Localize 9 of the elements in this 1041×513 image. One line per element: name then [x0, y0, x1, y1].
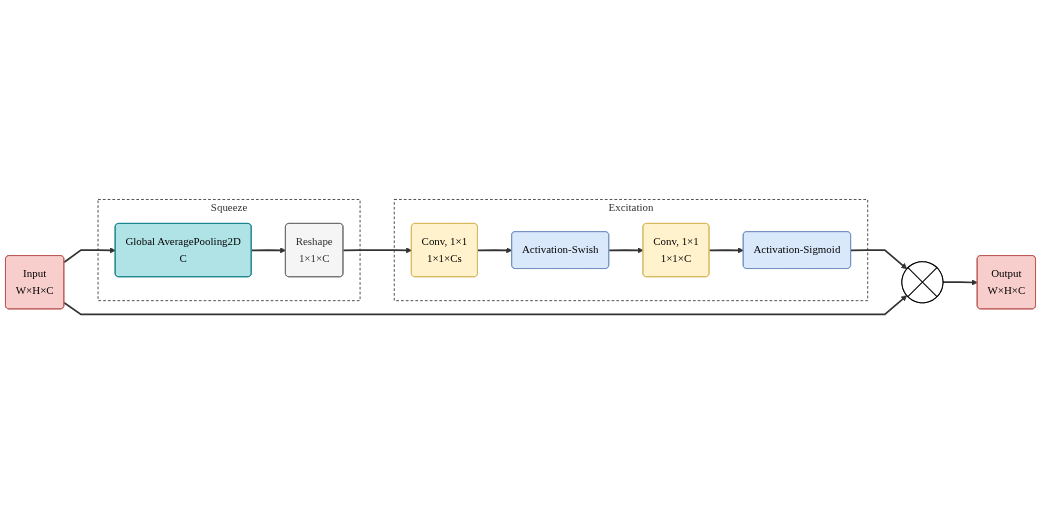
arrow: [342, 246, 412, 253]
arrow: [476, 246, 513, 253]
arrow: [942, 279, 978, 286]
arrow: [250, 246, 286, 253]
arrow: [63, 294, 908, 315]
arrow: [850, 248, 908, 269]
arrow: [608, 246, 644, 253]
arrow: [708, 246, 744, 253]
arrow: [63, 246, 116, 263]
